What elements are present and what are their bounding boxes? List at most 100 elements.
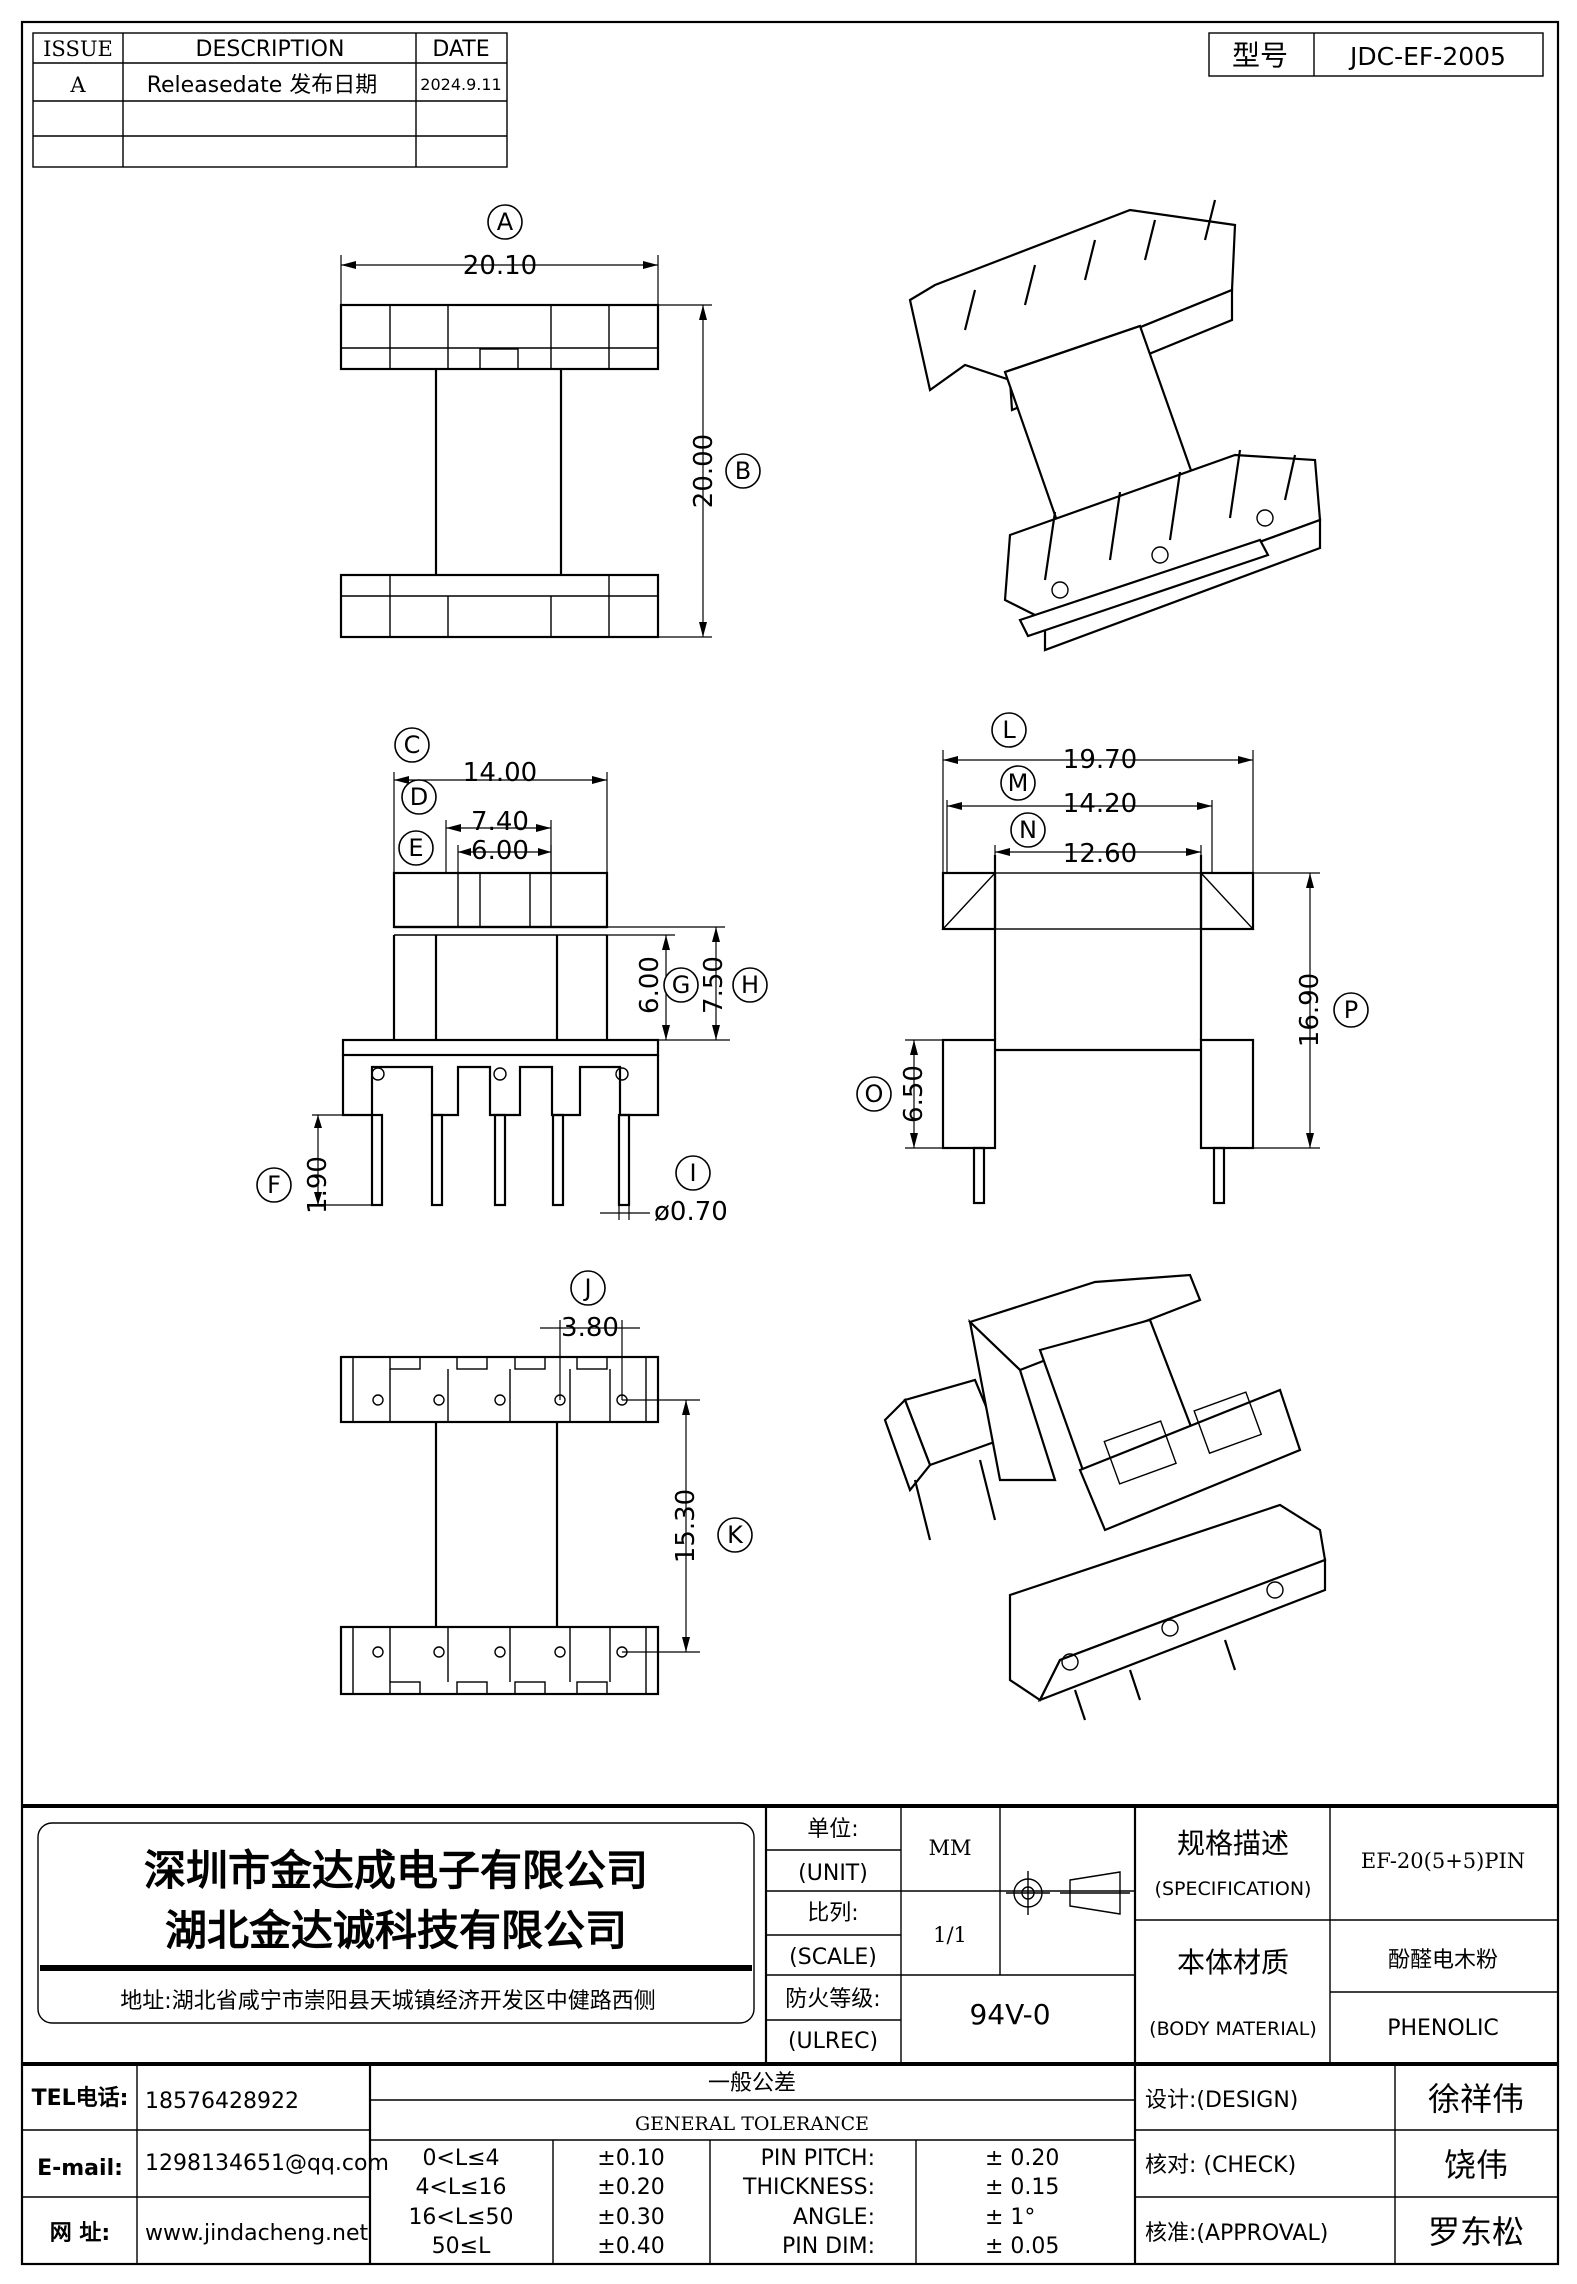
callout-d: D	[410, 783, 428, 811]
company-address: 地址:湖北省咸宁市崇阳县天城镇经济开发区中健路西侧	[120, 1989, 655, 2014]
dim-h: 7.50	[699, 956, 729, 1014]
dim-d: 7.40	[471, 807, 529, 837]
callout-g: G	[672, 971, 691, 999]
callout-p: P	[1344, 996, 1358, 1024]
callout-e: E	[408, 834, 423, 862]
check-name: 饶伟	[1444, 2146, 1508, 2184]
front-view: C 14.00 D 7.40 E 6.00 6.00 G 7.50	[256, 727, 768, 1227]
company-name-1: 深圳市金达成电子有限公司	[144, 1846, 648, 1895]
check-label: 核对: (CHECK)	[1145, 2153, 1296, 2178]
date-header: DATE	[432, 37, 489, 62]
issue-value: A	[69, 73, 86, 97]
web-label: 网 址:	[50, 2221, 110, 2246]
callout-b: B	[735, 457, 751, 485]
tolerance-title-en: GENERAL TOLERANCE	[635, 2113, 869, 2135]
tolerance-title-cn: 一般公差	[708, 2071, 796, 2096]
web-value: www.jindacheng.net	[145, 2221, 369, 2246]
sheet-border	[20, 20, 1560, 2266]
spec-label-en: (SPECIFICATION)	[1155, 1878, 1312, 1900]
callout-c: C	[404, 731, 421, 759]
dim-n: 12.60	[1063, 839, 1137, 869]
tol-value-1: ±0.10	[597, 2146, 664, 2171]
tol-other-value-2: ± 0.15	[985, 2175, 1059, 2200]
side-view: L 19.70 M 14.20 N 12.60 6.50 O 16	[856, 712, 1369, 1205]
callout-l: L	[1002, 716, 1016, 744]
company-name-2: 湖北金达诚科技有限公司	[165, 1906, 627, 1955]
tolerance-block: 一般公差 GENERAL TOLERANCE 0<L≤4 4<L≤16 16<L…	[370, 2071, 1135, 2264]
tol-value-4: ±0.40	[597, 2234, 664, 2259]
material-value-cn: 酚醛电木粉	[1388, 1948, 1498, 1973]
approval-label: 核准:(APPROVAL)	[1145, 2221, 1328, 2246]
contact-block: TEL电话: 18576428922 E-mail: 1298134651@qq…	[22, 2064, 389, 2264]
tol-other-value-3: ± 1°	[985, 2205, 1035, 2230]
model-value: JDC-EF-2005	[1348, 42, 1506, 71]
dim-a: 20.10	[463, 251, 537, 281]
tol-value-3: ±0.30	[597, 2205, 664, 2230]
ul-label-en: (ULREC)	[788, 2029, 878, 2054]
tol-range-2: 4<L≤16	[415, 2175, 506, 2200]
tol-range-1: 0<L≤4	[422, 2146, 499, 2171]
dim-e: 6.00	[471, 836, 529, 866]
dim-c: 14.00	[463, 758, 537, 788]
dim-i: ø0.70	[654, 1197, 728, 1227]
model-label: 型号	[1232, 39, 1288, 72]
dim-k: 15.30	[671, 1489, 701, 1563]
dim-b: 20.00	[689, 434, 719, 508]
dim-f: 1.90	[303, 1156, 333, 1214]
description-header: DESCRIPTION	[196, 37, 345, 62]
description-value: Releasedate 发布日期	[147, 73, 378, 98]
spec-label-cn: 规格描述	[1177, 1827, 1289, 1860]
material-value-en: PHENOLIC	[1387, 2016, 1499, 2041]
top-view: A 20.10 20.00 B	[339, 204, 761, 639]
projection-symbol	[1006, 1871, 1130, 1915]
unit-label-cn: 单位:	[807, 1817, 858, 1842]
unit-value: MM	[928, 1836, 971, 1860]
tol-range-4: 50≤L	[432, 2234, 491, 2259]
material-label-en: (BODY MATERIAL)	[1149, 2018, 1317, 2040]
design-label: 设计:(DESIGN)	[1145, 2088, 1298, 2113]
callout-m: M	[1008, 769, 1029, 797]
tel-value: 18576428922	[145, 2089, 299, 2114]
scale-label-cn: 比列:	[807, 1901, 858, 1926]
callout-k: K	[727, 1521, 744, 1549]
tol-other-name-1: PIN PITCH:	[761, 2146, 875, 2171]
tol-other-value-1: ± 0.20	[985, 2146, 1059, 2171]
unit-label-en: (UNIT)	[798, 1861, 868, 1886]
tol-other-name-2: THICKNESS:	[742, 2175, 875, 2200]
design-name: 徐祥伟	[1428, 2080, 1524, 2118]
tol-value-2: ±0.20	[597, 2175, 664, 2200]
callout-o: O	[865, 1080, 884, 1108]
callout-i: I	[689, 1159, 696, 1187]
tol-range-3: 16<L≤50	[408, 2205, 513, 2230]
date-value: 2024.9.11	[420, 75, 501, 94]
dim-o: 6.50	[899, 1065, 929, 1123]
isometric-view-2	[883, 1273, 1327, 1721]
bottom-view: J 3.80 15.30 K	[339, 1270, 753, 1696]
dim-l: 19.70	[1063, 745, 1137, 775]
revision-table: ISSUE DESCRIPTION DATE A Releasedate 发布日…	[32, 32, 508, 168]
spec-value: EF-20(5+5)PIN	[1361, 1849, 1525, 1873]
approval-name: 罗东松	[1428, 2213, 1524, 2251]
issue-header: ISSUE	[43, 37, 113, 61]
dim-m: 14.20	[1063, 789, 1137, 819]
scale-label-en: (SCALE)	[789, 1945, 877, 1970]
scale-value: 1/1	[933, 1923, 967, 1947]
tol-other-name-3: ANGLE:	[793, 2205, 875, 2230]
model-box: 型号 JDC-EF-2005	[1208, 32, 1544, 77]
isometric-view-1	[908, 199, 1322, 652]
ul-value: 94V-0	[969, 1998, 1050, 2031]
callout-h: H	[741, 971, 759, 999]
callout-a: A	[497, 208, 514, 236]
material-label-cn: 本体材质	[1177, 1946, 1289, 1979]
dim-g: 6.00	[635, 956, 665, 1014]
ul-label-cn: 防火等级:	[785, 1987, 880, 2012]
email-value: 1298134651@qq.com	[145, 2151, 389, 2176]
callout-n: N	[1019, 816, 1037, 844]
tol-other-value-4: ± 0.05	[985, 2234, 1059, 2259]
tol-other-name-4: PIN DIM:	[782, 2234, 875, 2259]
callout-j: J	[582, 1274, 591, 1302]
dim-j: 3.80	[561, 1313, 619, 1343]
spec-grid: 单位: (UNIT) MM 比列: (SCALE) 1/1 防火等级: (ULR…	[22, 1806, 1558, 2264]
company-block: 深圳市金达成电子有限公司 湖北金达诚科技有限公司 地址:湖北省咸宁市崇阳县天城镇…	[37, 1822, 755, 2024]
